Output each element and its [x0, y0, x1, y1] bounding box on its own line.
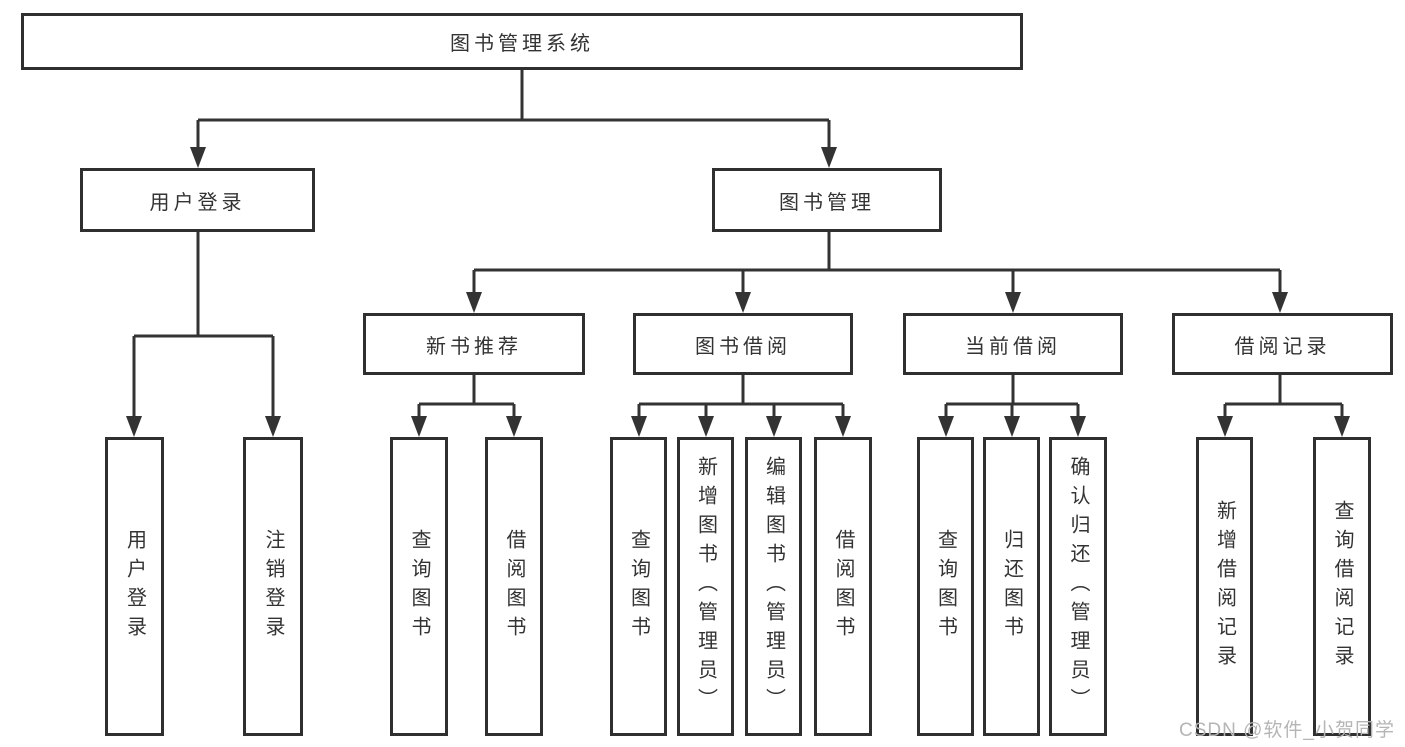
leaf-logout-label: 注销登录 — [262, 528, 284, 645]
node-current-borrowing: 当前借阅 — [903, 313, 1123, 375]
leaf-records-add-record: 新增借阅记录 — [1196, 437, 1253, 736]
leaf-current-confirm-return-admin: 确认归还（管理员） — [1049, 437, 1107, 736]
node-root-label: 图书管理系统 — [450, 33, 594, 55]
leaf-current-return-books: 归还图书 — [983, 437, 1040, 736]
leaf-current-search-books-label: 查询图书 — [934, 528, 957, 645]
node-borrowing-records-label: 借阅记录 — [1234, 335, 1331, 358]
node-borrowing-records: 借阅记录 — [1172, 313, 1393, 375]
node-new-book-recommendation-label: 新书推荐 — [426, 335, 522, 358]
leaf-borrowing-add-books-admin: 新增图书（管理员） — [677, 437, 734, 736]
leaf-records-search-record-label: 查询借阅记录 — [1331, 499, 1353, 674]
leaf-newbooks-search-books: 查询图书 — [390, 437, 448, 736]
leaf-newbooks-borrow-books-label: 借阅图书 — [503, 528, 525, 645]
node-root-library-system: 图书管理系统 — [21, 13, 1023, 70]
leaf-borrowing-borrow-books-label: 借阅图书 — [832, 528, 854, 645]
edge-borrowing-to-leaves — [637, 375, 845, 419]
node-book-borrowing-label: 图书借阅 — [695, 335, 791, 358]
leaf-logout: 注销登录 — [243, 437, 303, 736]
node-user-login: 用户登录 — [80, 168, 315, 232]
leaf-borrowing-search-books: 查询图书 — [610, 437, 667, 736]
leaf-borrowing-search-books-label: 查询图书 — [627, 528, 650, 645]
node-book-management-label: 图书管理 — [779, 191, 875, 214]
leaf-current-confirm-return-admin-label: 确认归还（管理员） — [1067, 456, 1089, 717]
leaf-records-add-record-label: 新增借阅记录 — [1213, 499, 1236, 674]
edge-bookmgmt-to-level3 — [472, 232, 1282, 295]
leaf-newbooks-borrow-books: 借阅图书 — [485, 437, 543, 736]
node-current-borrowing-label: 当前借阅 — [965, 335, 1061, 358]
leaf-current-return-books-label: 归还图书 — [1000, 528, 1023, 645]
leaf-borrowing-add-books-admin-label: 新增图书（管理员） — [694, 456, 717, 717]
csdn-watermark: CSDN @软件_小贺同学 — [1179, 720, 1395, 741]
edge-root-to-level2 — [196, 70, 831, 150]
leaf-user-login: 用户登录 — [105, 437, 164, 736]
leaf-borrowing-edit-books-admin-label: 编辑图书（管理员） — [762, 456, 785, 717]
leaf-current-search-books: 查询图书 — [917, 437, 974, 736]
edge-records-to-leaves — [1223, 375, 1344, 419]
edge-newbooks-to-leaves — [417, 375, 516, 419]
leaf-borrowing-borrow-books: 借阅图书 — [814, 437, 872, 736]
leaf-newbooks-search-books-label: 查询图书 — [408, 528, 430, 645]
edge-current-to-leaves — [944, 375, 1080, 419]
node-user-login-label: 用户登录 — [149, 191, 246, 214]
node-book-borrowing: 图书借阅 — [633, 313, 853, 375]
node-new-book-recommendation: 新书推荐 — [363, 313, 585, 375]
node-book-management: 图书管理 — [712, 168, 942, 232]
leaf-borrowing-edit-books-admin: 编辑图书（管理员） — [745, 437, 802, 736]
edge-userlogin-to-leaves — [132, 232, 275, 419]
leaf-records-search-record: 查询借阅记录 — [1313, 437, 1371, 736]
leaf-user-login-label: 用户登录 — [123, 528, 146, 645]
